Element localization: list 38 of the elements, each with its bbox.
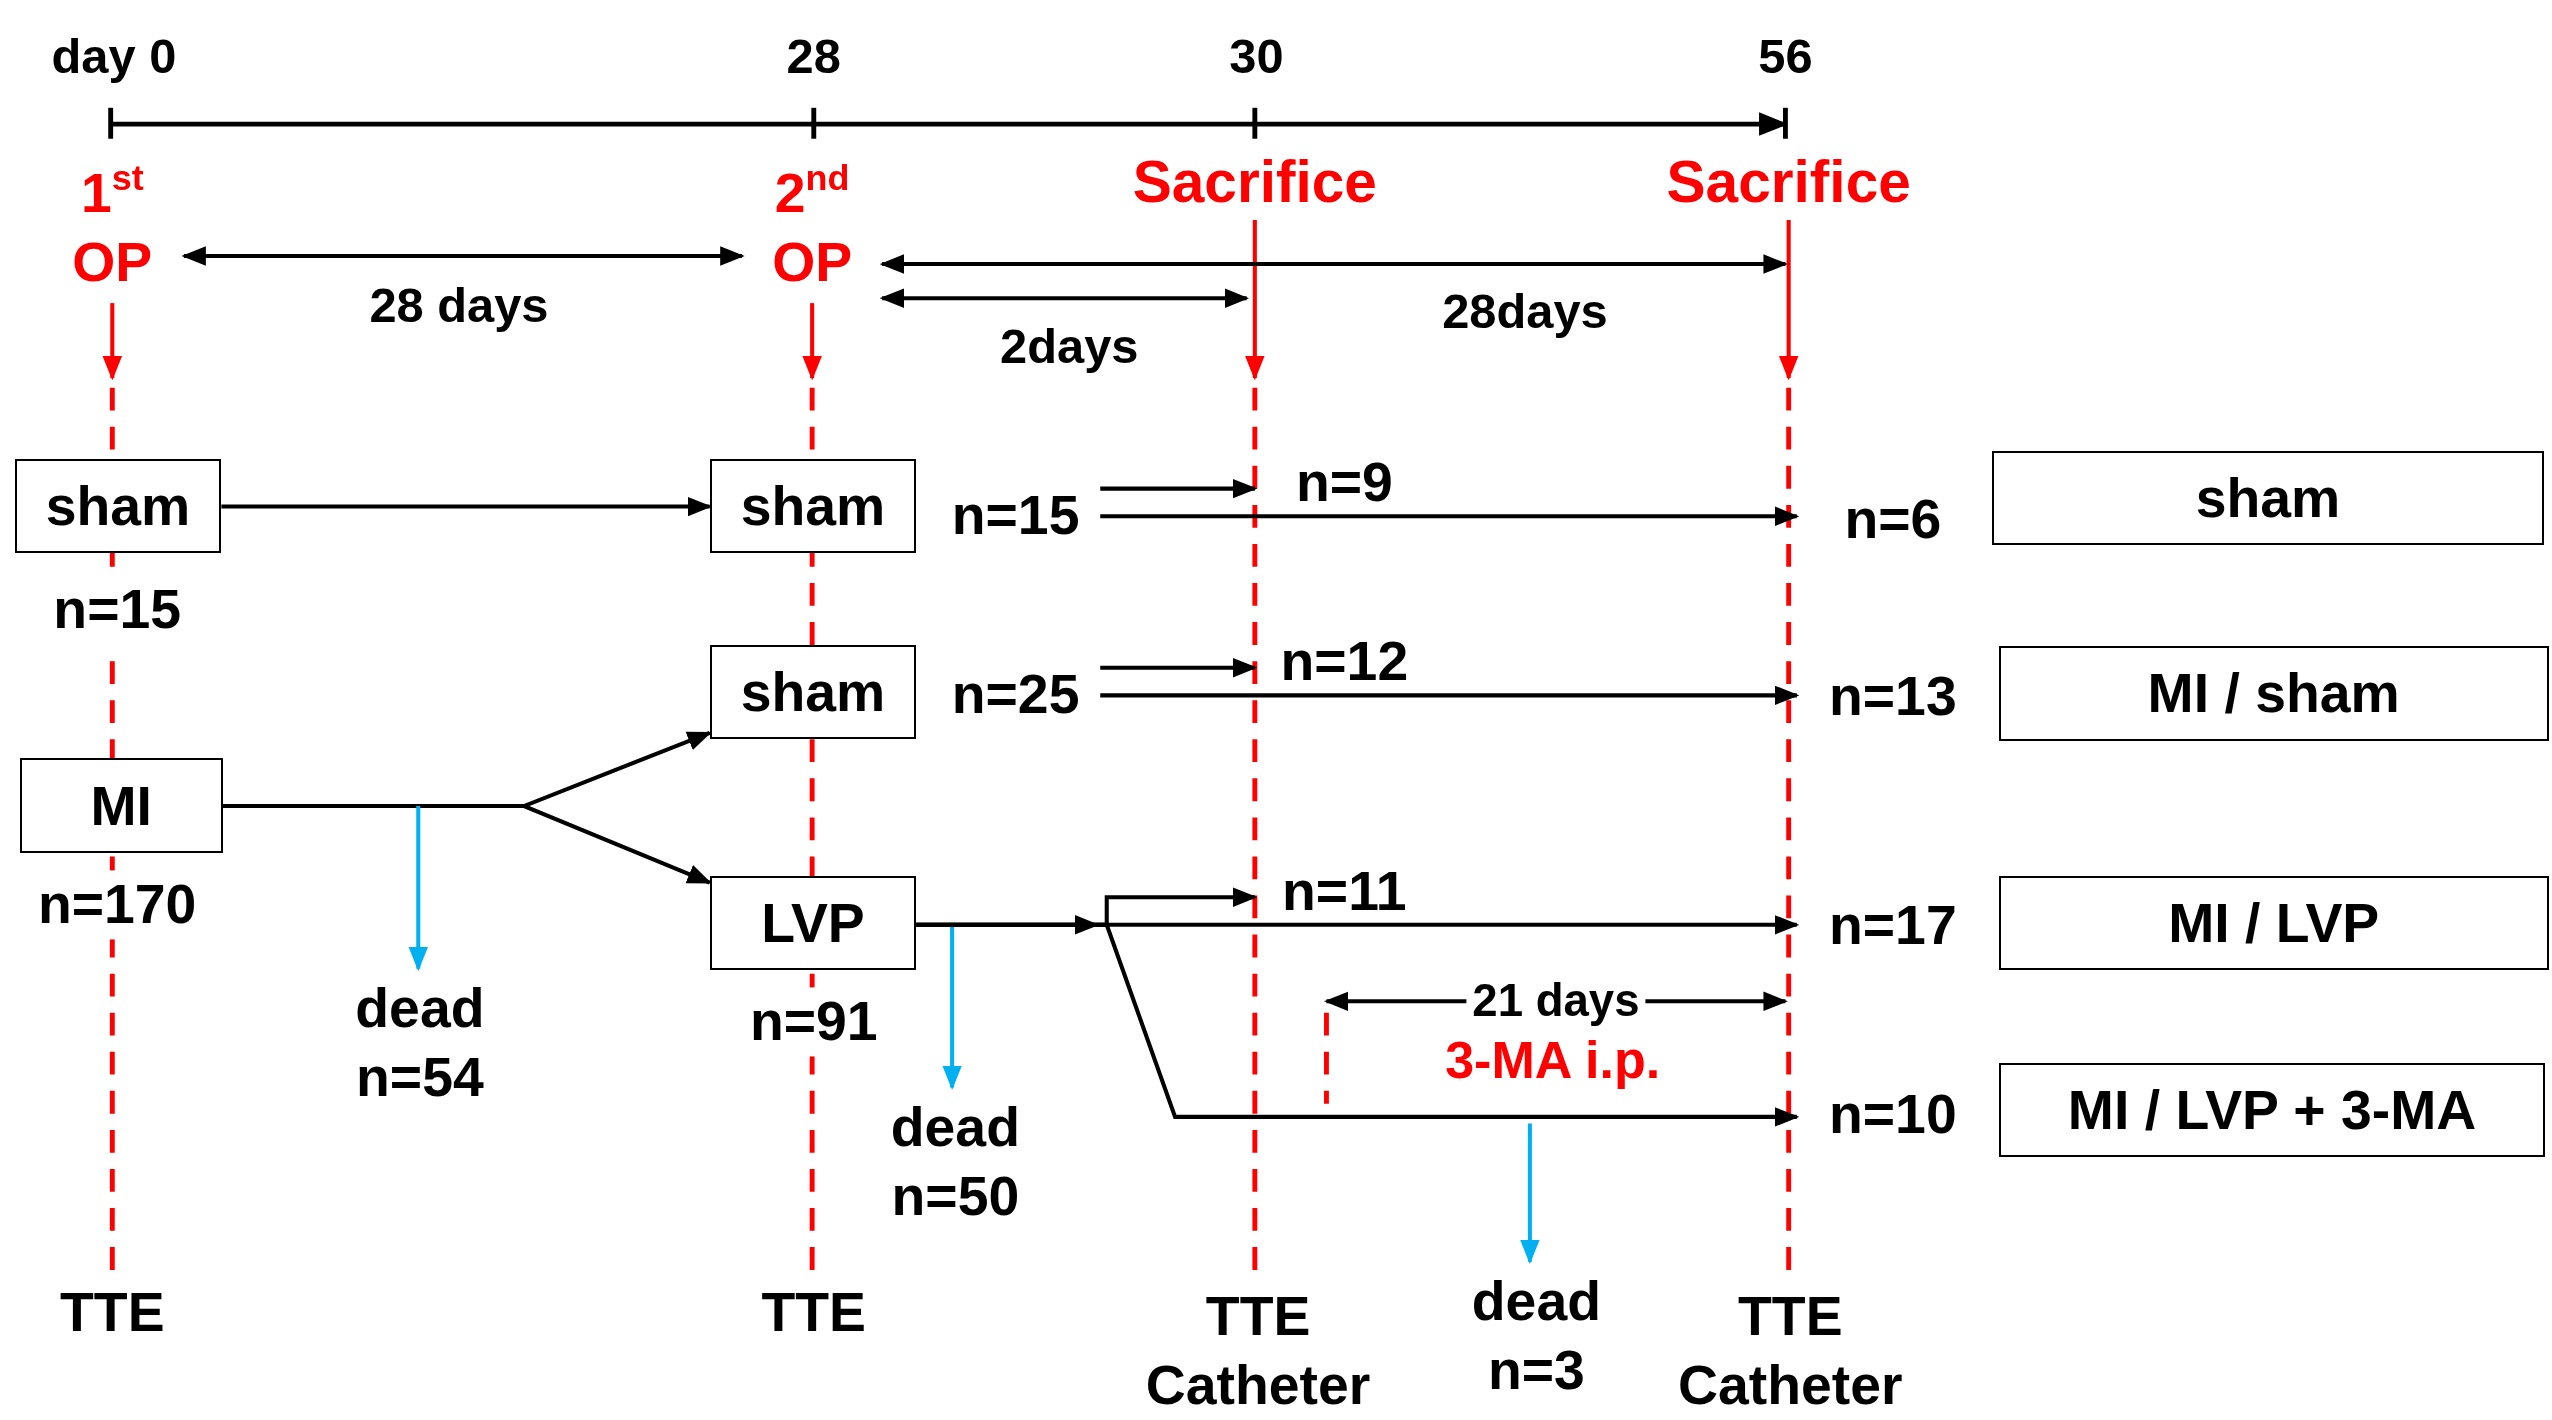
group-box bbox=[1992, 450, 2544, 546]
sample-size-label: n=13 bbox=[1796, 664, 1989, 730]
leader-arrow bbox=[408, 806, 429, 972]
arrow bbox=[1100, 478, 1258, 499]
sample-size-label: n=6 bbox=[1796, 486, 1989, 552]
arrow bbox=[1100, 657, 1258, 678]
edge-label: n=12 bbox=[1280, 629, 1409, 695]
group-box bbox=[709, 644, 917, 739]
group-box bbox=[1998, 1062, 2546, 1158]
group-label: MI / sham bbox=[2147, 661, 2400, 726]
outcome-label: dead n=50 bbox=[857, 1087, 1053, 1237]
group-label: sham bbox=[2195, 466, 2341, 530]
group-label: MI bbox=[90, 773, 152, 838]
sample-size-label: n=17 bbox=[1796, 893, 1989, 959]
sample-size-label: n=10 bbox=[1796, 1082, 1989, 1148]
arrow bbox=[1100, 685, 1800, 706]
sample-size-label: n=25 bbox=[930, 662, 1101, 728]
group-box bbox=[709, 875, 917, 970]
leader-arrow bbox=[942, 924, 962, 1091]
outcome-label: dead n=3 bbox=[1438, 1261, 1635, 1412]
group-label: sham bbox=[45, 474, 191, 539]
arrow bbox=[1100, 506, 1800, 527]
group-label: sham bbox=[740, 659, 886, 724]
group-label: MI / LVP bbox=[2168, 890, 2380, 955]
edge-label: n=11 bbox=[1282, 859, 1407, 925]
group-label: sham bbox=[740, 474, 886, 539]
group-box bbox=[709, 458, 917, 554]
outcome-label: dead n=54 bbox=[322, 968, 518, 1119]
group-label: MI / LVP + 3-MA bbox=[2067, 1077, 2477, 1142]
group-label: LVP bbox=[761, 890, 865, 955]
arrow bbox=[916, 922, 1800, 1127]
group-box bbox=[19, 758, 223, 853]
leader-arrow bbox=[1520, 1123, 1540, 1265]
sample-size-label: n=15 bbox=[930, 483, 1101, 549]
group-box bbox=[14, 458, 222, 554]
group-box bbox=[1998, 875, 2549, 970]
group-box bbox=[1998, 646, 2549, 741]
edge-label: n=9 bbox=[1295, 450, 1393, 516]
